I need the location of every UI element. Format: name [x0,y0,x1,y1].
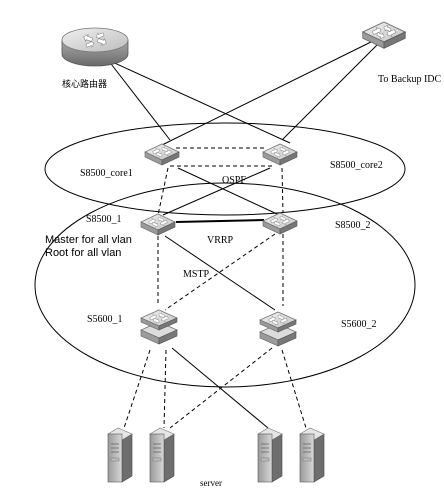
link-agg2-acc1 [164,233,276,311]
core1-label: S8500_core1 [80,168,133,179]
switch-icon [263,144,297,165]
mstp-label: MSTP [183,269,210,280]
core-router [61,27,129,67]
server-tower-icon [107,427,133,483]
link-router-core1 [107,59,171,141]
link-agg1-agg2-vrrp [175,219,265,223]
vrrp-label: VRRP [207,235,234,246]
links [107,39,381,429]
agg1-switch [141,214,175,235]
switch-icon [363,22,406,48]
backup-idc-label: To Backup IDC [378,74,442,85]
agg2-switch [263,213,297,234]
link-agg1-acc2 [164,235,276,311]
mstp-domain-ellipse [34,182,416,388]
link-backup-core2 [281,41,381,141]
server-4 [299,427,325,483]
link-acc1-server1 [123,349,151,429]
link-backup-core1 [159,39,376,147]
switch-icon [260,312,296,346]
acc2-label: S5600_2 [341,319,377,330]
core-router-label: 核心路由器 [62,78,107,90]
server-2 [149,427,175,483]
link-router-core2 [107,59,291,144]
server-tower-icon [149,427,175,483]
link-core1-agg2 [177,167,278,215]
switch-icon [141,214,175,235]
link-core1-agg1 [157,167,169,216]
core2-switch [263,144,297,165]
link-acc2-server4 [281,349,307,429]
server-1 [107,427,133,483]
link-acc2-server2 [169,347,273,429]
link-acc1-server2 [163,349,167,429]
ospf-domain-ellipse [44,122,406,216]
core2-label: S8500_core2 [330,160,383,171]
server-tower-icon [257,427,283,483]
link-core2-agg2 [281,167,284,214]
link-core2-agg1 [162,167,271,216]
master-label: Master for all vlan [45,234,132,246]
acc2-switch [260,312,296,346]
switch-icon [141,310,177,344]
agg2-label: S8500_2 [335,220,371,231]
switch-icon [145,144,179,165]
router-icon [61,27,129,67]
agg1-label: S8500_1 [86,214,122,225]
backup-idc-switch [363,22,406,48]
switch-icon [263,213,297,234]
link-acc1-server3 [171,347,269,429]
acc1-switch [141,310,177,344]
root-label: Root for all vlan [45,247,121,259]
server-tower-icon [299,427,325,483]
acc1-label: S5600_1 [87,314,123,325]
core1-switch [145,144,179,165]
server-label: server [200,478,222,488]
server-3 [257,427,283,483]
ospf-label: OSPF [222,175,246,186]
